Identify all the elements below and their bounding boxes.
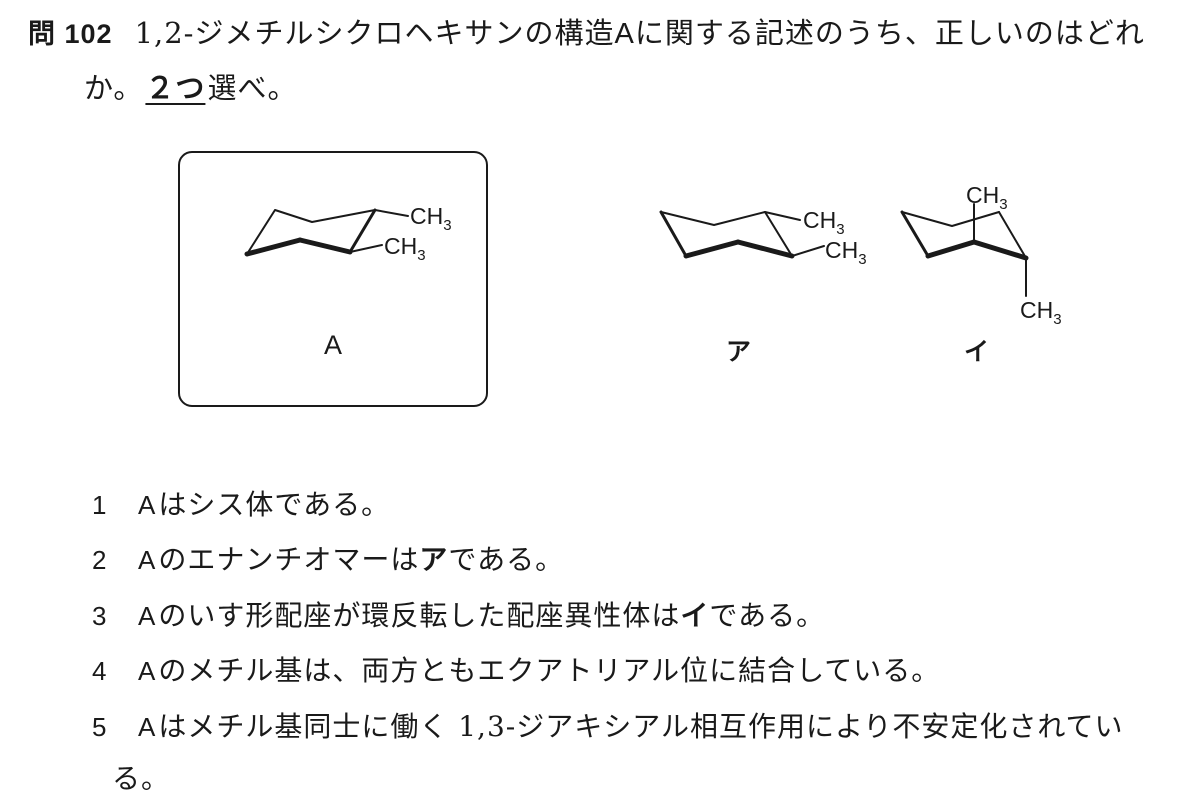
question-text-line2-start: か。 [84, 71, 144, 105]
structure-a-box [178, 151, 488, 407]
question-text-part2: に関する記述のうち、正しいのはどれ [634, 16, 1145, 50]
option-5-text: はメチル基同士に働く 1,3-ジアキシアル相互作用により不安定化されてい [158, 710, 1124, 743]
structure-ア-methyl-1: CH3 [803, 207, 845, 238]
option-5-number: 5 [92, 712, 108, 742]
question-underlined-count: ２つ [145, 73, 206, 105]
structure-a-methyl-1: CH3 [410, 203, 452, 234]
question-number: 問 102 [28, 19, 113, 49]
option-1-subject: A [138, 490, 157, 520]
option-3-bold: イ [680, 599, 710, 632]
structure-ア-caption: ア [726, 337, 751, 366]
option-2-subject: A [138, 545, 157, 575]
option-5-subject: A [138, 712, 157, 742]
structure-イ-caption: イ [964, 337, 989, 366]
structure-イ-methyl-2: CH3 [1020, 297, 1062, 328]
question-label-a: A [614, 18, 635, 50]
option-3-number: 3 [92, 601, 108, 631]
structure-a-kana-chair [659, 210, 825, 259]
option-1-number: 1 [92, 490, 108, 520]
option-2-number: 2 [92, 545, 108, 575]
question-text-line2-end: 選べ。 [207, 71, 298, 105]
option-4-number: 4 [92, 656, 108, 686]
structure-i-chair [900, 203, 1029, 297]
option-4-subject: A [138, 656, 157, 686]
option-3-text-b: である。 [709, 599, 826, 632]
option-1-text: はシス体である。 [158, 488, 391, 521]
option-4-text: のメチル基は、両方ともエクアトリアル位に結合している。 [158, 654, 941, 687]
question-text-part1: 1,2-ジメチルシクロヘキサンの構造 [134, 16, 615, 50]
structures-figure: CH3 CH3 A CH3 CH3 ア CH3 CH3 イ [244, 182, 1062, 366]
structure-a-chair [244, 208, 409, 257]
structure-a-caption: A [324, 330, 342, 360]
structure-ア-methyl-2: CH3 [825, 237, 867, 268]
option-5-continuation-text: る。 [112, 762, 171, 795]
option-2-text-b: である。 [448, 543, 565, 576]
structure-イ-methyl-1: CH3 [966, 182, 1008, 213]
question-line-1: 問 102 1,2-ジメチルシクロヘキサンの構造Aに関する記述のうち、正しいのはど… [28, 10, 1145, 52]
option-5-continuation: る。 [112, 757, 170, 797]
option-2-bold: ア [419, 543, 449, 576]
option-3-text-a: のいす形配座が環反転した配座異性体は [158, 599, 681, 632]
structure-a-methyl-2: CH3 [384, 233, 426, 264]
option-2-text-a: のエナンチオマーは [158, 543, 420, 576]
question-line-2: か。２つ選べ。 [84, 65, 297, 107]
option-3-subject: A [138, 601, 157, 631]
